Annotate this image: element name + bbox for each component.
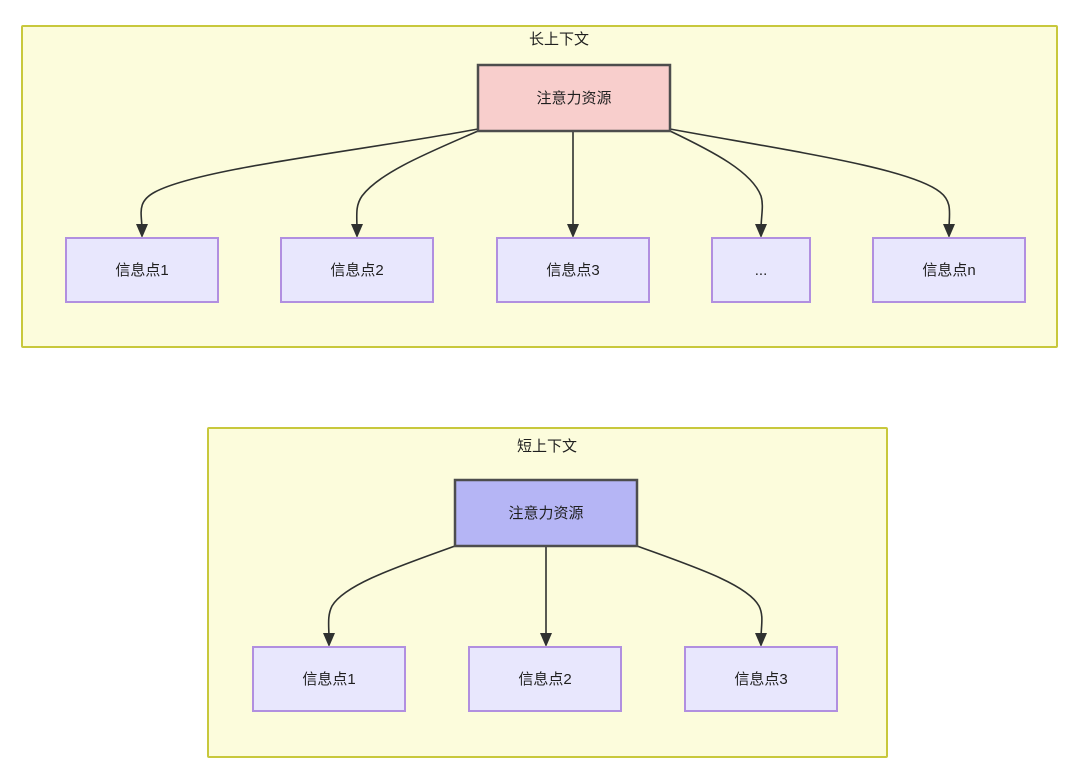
node-attention-resource-short[interactable]: 注意力资源 <box>453 478 639 548</box>
panel-long-context-title: 长上下文 <box>529 31 589 48</box>
panel-short-context-title: 短上下文 <box>517 438 577 455</box>
node-info-point-ellipsis-long-label: ... <box>755 262 768 279</box>
node-attention-resource-long[interactable]: 注意力资源 <box>476 63 672 133</box>
edge-attention-to-info3-short <box>636 545 763 640</box>
node-attention-resource-short-label: 注意力资源 <box>508 504 583 522</box>
node-info-point-1-short-label: 信息点1 <box>302 671 355 688</box>
edge-group-long-context <box>136 128 955 238</box>
node-info-point-1-long[interactable]: 信息点1 <box>65 237 219 303</box>
node-info-point-2-long[interactable]: 信息点2 <box>280 237 434 303</box>
arrowhead-ellipsis <box>755 224 767 238</box>
arrowhead-info3-short <box>755 633 767 647</box>
arrowhead-info2-short <box>540 633 552 647</box>
arrowhead-info2 <box>351 224 363 238</box>
arrowhead-info1-short <box>323 633 335 647</box>
node-info-point-2-short[interactable]: 信息点2 <box>468 646 622 712</box>
edge-attention-to-info1-short <box>327 545 456 640</box>
edge-attention-to-info1 <box>140 128 479 231</box>
edge-attention-to-info2 <box>355 130 479 231</box>
arrowhead-infon <box>943 224 955 238</box>
node-info-point-3-long-rect[interactable] <box>496 237 650 303</box>
node-info-point-2-short-rect[interactable] <box>468 646 622 712</box>
arrowhead-info3 <box>567 224 579 238</box>
node-info-point-1-long-rect[interactable] <box>65 237 219 303</box>
node-info-point-1-long-label: 信息点1 <box>115 262 168 279</box>
node-info-point-n-long[interactable]: 信息点n <box>872 237 1026 303</box>
node-info-point-2-long-label: 信息点2 <box>330 262 383 279</box>
node-info-point-3-short-rect[interactable] <box>684 646 838 712</box>
node-info-point-2-long-rect[interactable] <box>280 237 434 303</box>
arrowhead-info1 <box>136 224 148 238</box>
node-info-point-ellipsis-long-rect[interactable] <box>711 237 811 303</box>
node-info-point-3-long[interactable]: 信息点3 <box>496 237 650 303</box>
edge-attention-to-infon <box>669 128 951 231</box>
node-info-point-2-short-label: 信息点2 <box>518 671 571 688</box>
edge-attention-to-ellipsis <box>669 130 764 231</box>
edge-group-short-context <box>323 545 767 647</box>
node-info-point-3-long-label: 信息点3 <box>546 262 599 279</box>
node-info-point-3-short[interactable]: 信息点3 <box>684 646 838 712</box>
node-info-point-n-long-label: 信息点n <box>922 262 975 279</box>
node-attention-resource-long-rect[interactable] <box>476 63 672 133</box>
node-info-point-n-long-rect[interactable] <box>872 237 1026 303</box>
node-info-point-ellipsis-long[interactable]: ... <box>711 237 811 303</box>
node-info-point-1-short[interactable]: 信息点1 <box>252 646 406 712</box>
node-info-point-1-short-rect[interactable] <box>252 646 406 712</box>
panel-short-context: 短上下文 注意力资源 信息点1 <box>207 427 888 758</box>
node-attention-resource-short-rect[interactable] <box>453 478 639 548</box>
node-info-point-3-short-label: 信息点3 <box>734 671 787 688</box>
node-attention-resource-long-label: 注意力资源 <box>536 89 611 107</box>
panel-long-context: 长上下文 注意 <box>21 25 1058 348</box>
